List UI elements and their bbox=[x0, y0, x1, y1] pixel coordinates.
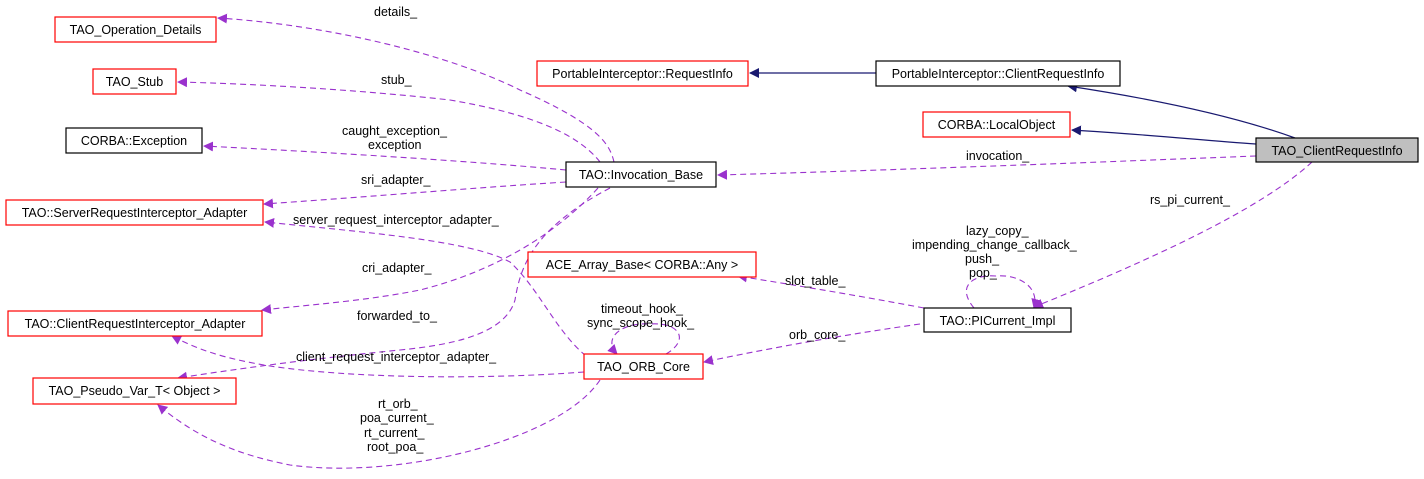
node-portable-request-info[interactable]: PortableInterceptor::RequestInfo bbox=[536, 60, 749, 87]
label-rt-orb: rt_orb_ bbox=[378, 397, 419, 411]
svg-text:PortableInterceptor::ClientReq: PortableInterceptor::ClientRequestInfo bbox=[892, 67, 1105, 81]
node-ace-array-base[interactable]: ACE_Array_Base< CORBA::Any > bbox=[527, 251, 757, 278]
label-slot-table: slot_table_ bbox=[785, 274, 847, 288]
label-pop: pop_ bbox=[969, 266, 998, 280]
node-picurrent-impl[interactable]: TAO::PICurrent_Impl bbox=[923, 307, 1072, 333]
label-caught-exception: caught_exception_ bbox=[342, 124, 448, 138]
edge-server-request-interceptor-adapter bbox=[264, 217, 587, 357]
label-invocation: invocation_ bbox=[966, 149, 1030, 163]
node-client-request-interceptor-adapter[interactable]: TAO::ClientRequestInterceptor_Adapter bbox=[7, 310, 263, 337]
label-exception: exception bbox=[368, 138, 422, 152]
edge-slot-table bbox=[737, 272, 925, 309]
edge-forwarded-to bbox=[177, 187, 611, 382]
node-portable-client-request-info[interactable]: PortableInterceptor::ClientRequestInfo bbox=[875, 60, 1121, 87]
label-rs-pi-current: rs_pi_current_ bbox=[1150, 193, 1231, 207]
node-tao-stub[interactable]: TAO_Stub bbox=[92, 68, 177, 95]
label-poa-current: poa_current_ bbox=[360, 411, 435, 425]
svg-text:ACE_Array_Base< CORBA::Any >: ACE_Array_Base< CORBA::Any > bbox=[546, 258, 738, 272]
label-orb-core: orb_core_ bbox=[789, 328, 846, 342]
edge-rs-pi-current bbox=[1033, 161, 1313, 309]
label-root-poa: root_poa_ bbox=[367, 440, 424, 454]
label-push: push_ bbox=[965, 252, 1000, 266]
edge-orb-core-self bbox=[607, 323, 680, 355]
node-tao-pseudo-var[interactable]: TAO_Pseudo_Var_T< Object > bbox=[32, 377, 237, 405]
svg-text:TAO_ClientRequestInfo: TAO_ClientRequestInfo bbox=[1271, 144, 1402, 158]
edge-inherit-clientrequestinfo bbox=[1067, 82, 1296, 139]
svg-text:TAO::PICurrent_Impl: TAO::PICurrent_Impl bbox=[940, 314, 1056, 328]
svg-text:CORBA::LocalObject: CORBA::LocalObject bbox=[938, 118, 1056, 132]
node-server-request-interceptor-adapter[interactable]: TAO::ServerRequestInterceptor_Adapter bbox=[5, 199, 264, 226]
label-details: details_ bbox=[374, 5, 418, 19]
label-server-request-interceptor-adapter: server_request_interceptor_adapter_ bbox=[293, 213, 500, 227]
node-tao-client-request-info[interactable]: TAO_ClientRequestInfo bbox=[1255, 137, 1419, 163]
edge-orb-core bbox=[703, 323, 921, 366]
edge-stub bbox=[177, 77, 601, 163]
label-impending-change-callback: impending_change_callback_ bbox=[912, 238, 1078, 252]
label-cri-adapter: cri_adapter_ bbox=[362, 261, 433, 275]
label-rt-current: rt_current_ bbox=[364, 426, 425, 440]
edge-invocation bbox=[717, 155, 1257, 180]
label-timeout-hook: timeout_hook_ bbox=[601, 302, 684, 316]
edge-caught-exception bbox=[203, 141, 567, 171]
label-lazy-copy: lazy_copy_ bbox=[966, 224, 1030, 238]
node-tao-orb-core[interactable]: TAO_ORB_Core bbox=[583, 353, 704, 380]
label-forwarded-to: forwarded_to_ bbox=[357, 309, 438, 323]
svg-text:TAO::ClientRequestInterceptor_: TAO::ClientRequestInterceptor_Adapter bbox=[25, 317, 246, 331]
svg-text:TAO::ServerRequestInterceptor_: TAO::ServerRequestInterceptor_Adapter bbox=[22, 206, 248, 220]
edge-details bbox=[217, 13, 615, 163]
svg-text:TAO_Operation_Details: TAO_Operation_Details bbox=[70, 23, 202, 37]
edge-rt-orb bbox=[157, 379, 601, 469]
node-corba-local-object[interactable]: CORBA::LocalObject bbox=[922, 111, 1071, 138]
edge-picurrent-self bbox=[966, 275, 1042, 309]
label-stub: stub_ bbox=[381, 73, 413, 87]
node-tao-operation-details[interactable]: TAO_Operation_Details bbox=[54, 16, 217, 43]
svg-text:PortableInterceptor::RequestIn: PortableInterceptor::RequestInfo bbox=[552, 67, 733, 81]
label-sri-adapter: sri_adapter_ bbox=[361, 173, 432, 187]
svg-text:TAO_Pseudo_Var_T< Object >: TAO_Pseudo_Var_T< Object > bbox=[49, 384, 221, 398]
node-invocation-base[interactable]: TAO::Invocation_Base bbox=[565, 161, 717, 188]
svg-text:TAO_Stub: TAO_Stub bbox=[106, 75, 163, 89]
edge-inherit-localobject bbox=[1071, 125, 1257, 145]
edge-cri-adapter bbox=[261, 187, 599, 315]
svg-text:CORBA::Exception: CORBA::Exception bbox=[81, 134, 187, 148]
node-corba-exception[interactable]: CORBA::Exception bbox=[65, 127, 203, 154]
edge-client-request-interceptor-adapter bbox=[171, 335, 585, 378]
edge-sri-adapter bbox=[263, 181, 567, 209]
svg-text:TAO_ORB_Core: TAO_ORB_Core bbox=[597, 360, 690, 374]
label-client-request-interceptor-adapter: client_request_interceptor_adapter_ bbox=[296, 350, 497, 364]
label-sync-scope-hook: sync_scope_hook_ bbox=[587, 316, 695, 330]
svg-text:TAO::Invocation_Base: TAO::Invocation_Base bbox=[579, 168, 703, 182]
